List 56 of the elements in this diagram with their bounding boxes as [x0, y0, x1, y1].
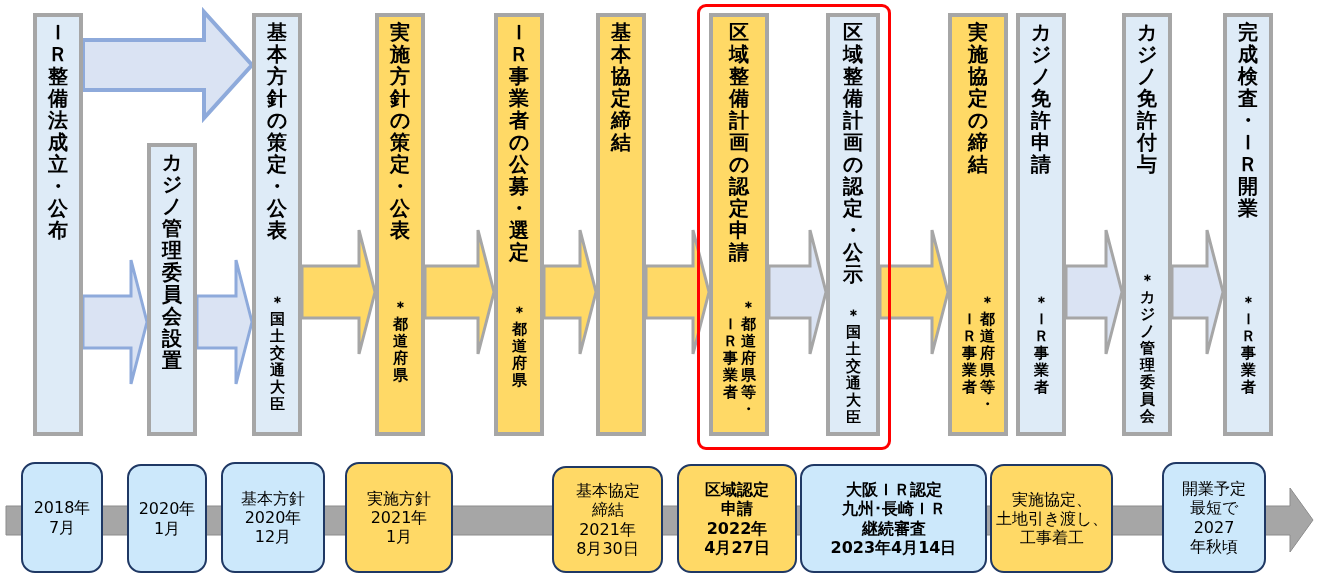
- step-column: [375, 13, 425, 436]
- step-title: ＩＲ事業者の公募・選定: [508, 21, 530, 263]
- responsible-party-note: ＊都道府県: [510, 304, 528, 389]
- step-title: 基本方針の策定・公表: [266, 21, 288, 241]
- step-column: [826, 13, 880, 436]
- milestone-card: 実施方針2021年1月: [345, 462, 453, 573]
- highlight-frame: [697, 4, 891, 450]
- step-column: [709, 13, 769, 436]
- step-column: [948, 13, 1008, 436]
- block-arrow: [300, 228, 377, 356]
- responsible-party-note: ＊国土交通大臣: [268, 294, 286, 413]
- block-arrow: [423, 228, 496, 356]
- step-column: [33, 13, 83, 436]
- responsible-party-note: ＊都道府県等・: [739, 299, 757, 418]
- step-title: 区域整備計画の認定申請: [728, 21, 750, 263]
- milestone-card: 基本協定締結2021年8月30日: [552, 466, 663, 573]
- milestone-card: 大阪ＩＲ認定九州･長崎ＩＲ継続審査2023年4月14日: [800, 464, 987, 573]
- responsible-party-note: ＩＲ事業者: [721, 316, 739, 401]
- responsible-party-note: ＊ＩＲ事業者: [1239, 294, 1257, 396]
- milestone-card: 2020年1月: [127, 464, 207, 573]
- step-column: [1122, 13, 1172, 436]
- step-title: カジノ管理委員会設置: [161, 151, 183, 371]
- step-title: 基本協定締結: [610, 21, 632, 153]
- milestone-card: 基本方針2020年12月: [221, 462, 325, 573]
- step-title: 区域整備計画の認定・公示: [842, 21, 864, 285]
- step-column: [1016, 13, 1066, 436]
- milestone-card: 2018年7月: [21, 462, 103, 573]
- responsible-party-note: ＊ＩＲ事業者: [1032, 294, 1050, 396]
- milestone-card: 区域認定申請2022年4月27日: [677, 464, 797, 573]
- step-column: [494, 13, 544, 436]
- responsible-party-note: ＊都道府県: [391, 299, 409, 384]
- step-column: [1223, 13, 1273, 436]
- step-title: カジノ免許付与: [1136, 21, 1158, 175]
- block-arrow: [195, 258, 254, 386]
- step-title: 実施協定の締結: [967, 21, 989, 175]
- block-arrow: [81, 6, 255, 124]
- step-title: カジノ免許申請: [1030, 21, 1052, 175]
- milestone-card: 実施協定、土地引き渡し、工事着工: [990, 464, 1113, 573]
- step-column: [147, 143, 197, 436]
- block-arrow: [1170, 228, 1225, 356]
- block-arrow: [878, 228, 950, 356]
- responsible-party-note: ＩＲ事業者: [960, 311, 978, 396]
- responsible-party-note: ＊都道府県等・: [978, 294, 996, 413]
- step-column: [596, 13, 646, 436]
- block-arrow: [1064, 228, 1124, 356]
- block-arrow: [542, 228, 598, 356]
- step-column: [252, 13, 302, 436]
- step-title: 実施方針の策定・公表: [389, 21, 411, 241]
- block-arrow: [767, 228, 828, 356]
- responsible-party-note: ＊カジノ管理委員会: [1138, 272, 1156, 425]
- step-title: 完成検査・ＩＲ開業: [1237, 21, 1259, 219]
- milestone-card: 開業予定最短で2027年秋頃: [1162, 462, 1266, 573]
- block-arrow: [81, 258, 149, 386]
- step-title: ＩＲ整備法成立・公布: [47, 21, 69, 241]
- block-arrow: [644, 228, 711, 356]
- responsible-party-note: ＊国土交通大臣: [844, 307, 862, 426]
